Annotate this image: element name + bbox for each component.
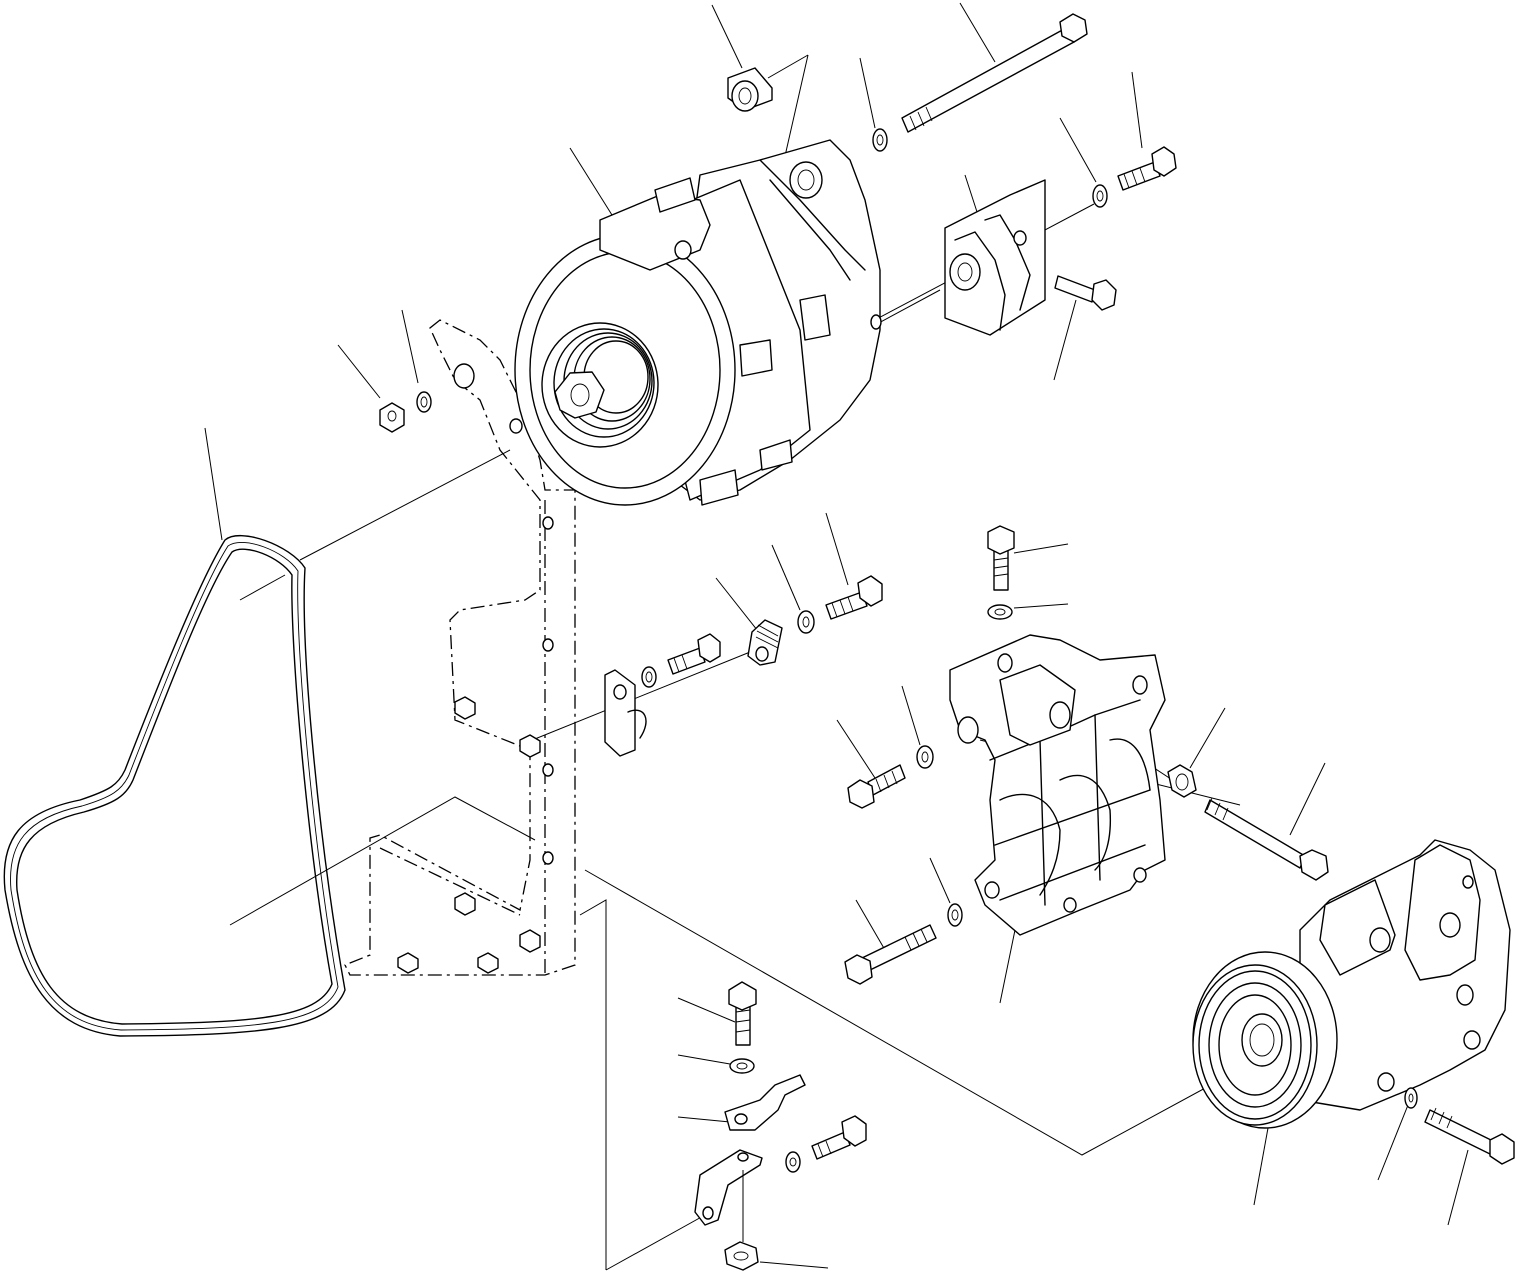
bolt-icon (825, 575, 883, 620)
washer-icon (416, 391, 432, 413)
long-bolt-icon (901, 13, 1088, 133)
bracket-icon (694, 1149, 763, 1226)
leader-lines (204, 2, 1469, 1271)
tensioner-stud-icon (747, 619, 783, 666)
nut-icon (379, 402, 405, 433)
bolt-icon (1054, 275, 1117, 311)
bolt-icon (811, 1115, 867, 1160)
washer-icon (785, 1151, 801, 1173)
alternator-icon (514, 139, 882, 506)
clip-icon (604, 669, 647, 757)
washer-icon (916, 745, 934, 769)
bolt-icon (1117, 146, 1177, 191)
nut-icon (724, 1241, 759, 1271)
plate-icon (944, 179, 1046, 336)
long-bolt-icon (1204, 797, 1329, 881)
spacer-icon (727, 67, 773, 112)
bolt-icon (847, 764, 906, 809)
compressor-icon (1192, 839, 1511, 1129)
washer-icon (1404, 1087, 1418, 1109)
washer-icon (729, 1058, 755, 1074)
washer-icon (872, 128, 888, 152)
long-bolt-icon (1424, 1107, 1515, 1165)
nut-icon (1167, 764, 1197, 798)
washer-icon (641, 666, 657, 688)
washer-icon (1092, 184, 1108, 208)
bolt-icon (667, 633, 721, 675)
long-bolt-icon (844, 924, 937, 985)
compressor-bracket (949, 634, 1166, 936)
washer-icon (797, 610, 815, 634)
clip-icon (724, 1074, 806, 1131)
bolt-icon (987, 525, 1015, 591)
bolt-icon (728, 981, 757, 1046)
belt-icon (3, 535, 346, 1037)
washer-icon (987, 604, 1013, 620)
washer-icon (947, 903, 963, 927)
